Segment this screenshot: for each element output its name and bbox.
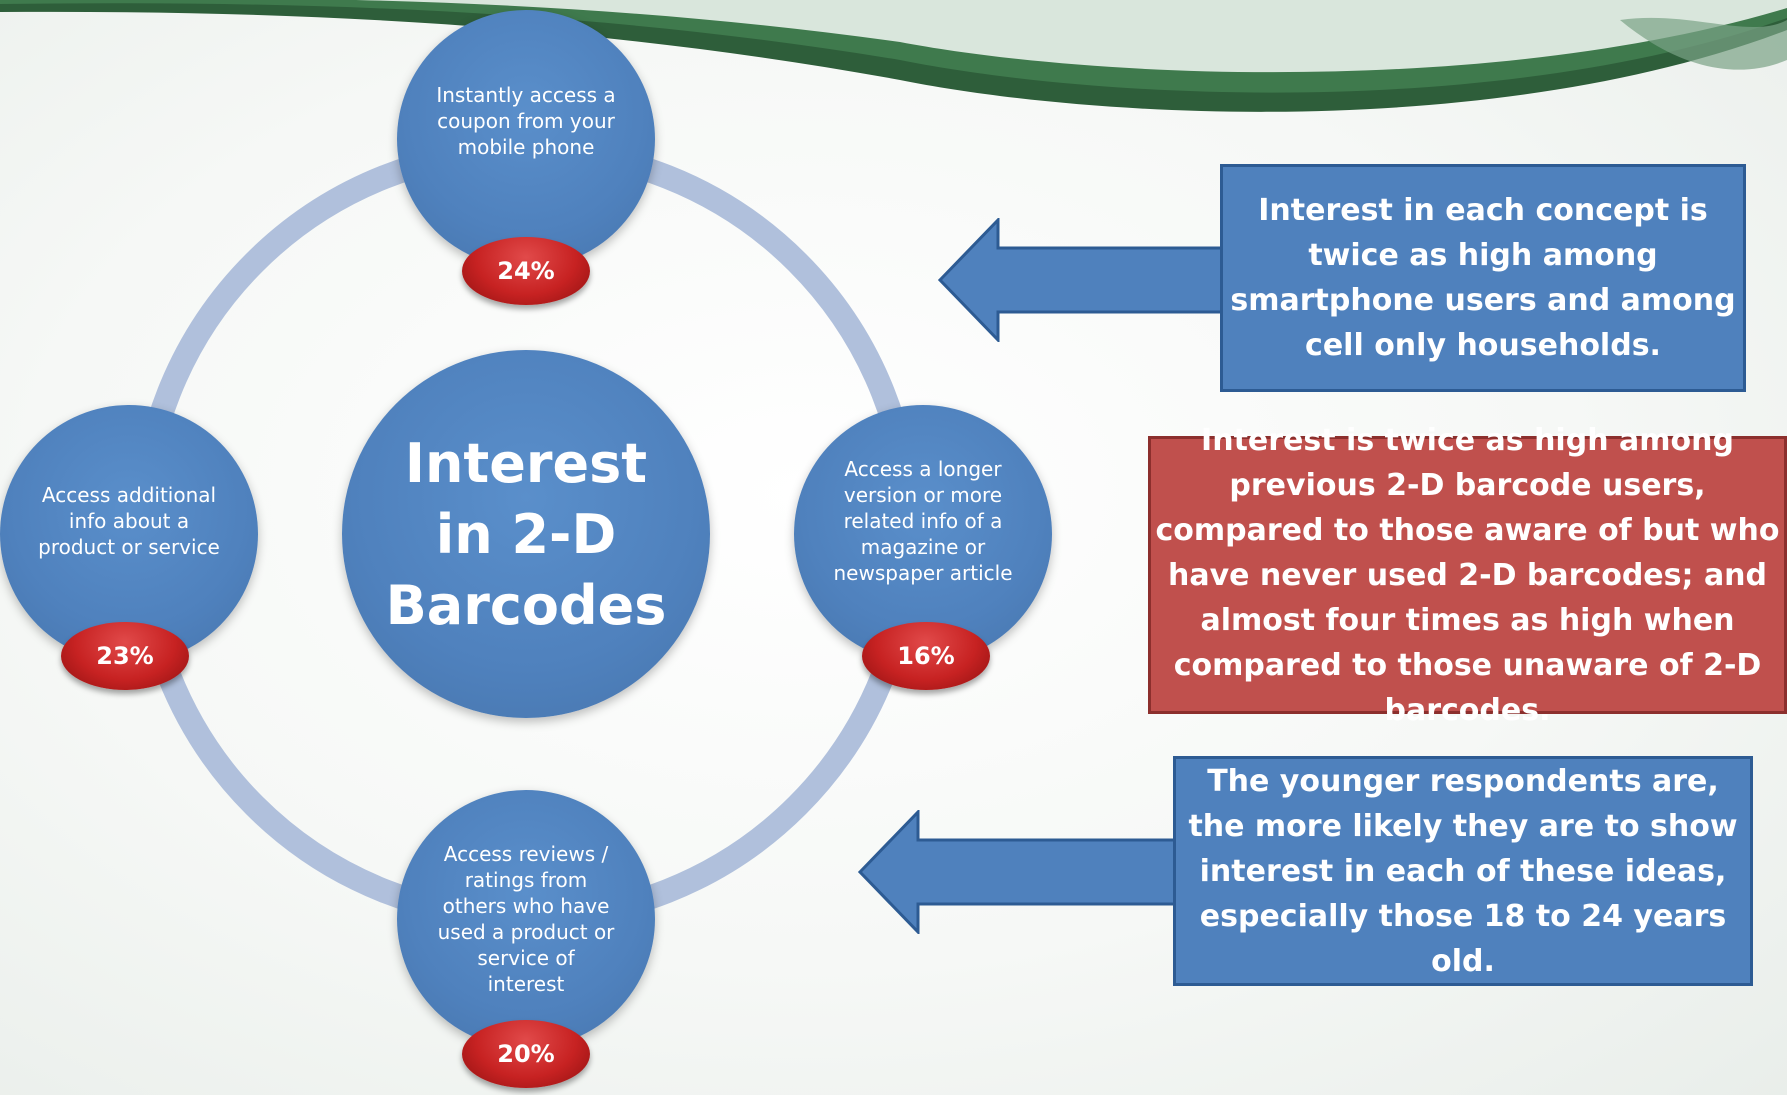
left-arrow-icon — [938, 218, 1238, 342]
percent-badge-product-info: 23% — [61, 622, 189, 690]
node-product-info-label: Access additional info about a product o… — [38, 483, 220, 559]
percent-badge-reviews: 20% — [462, 1020, 590, 1088]
header-swoosh — [0, 0, 1787, 112]
callout-age: The younger respondents are, the more li… — [1173, 756, 1753, 986]
percent-badge-article: 16% — [862, 622, 990, 690]
node-product-info: Access additional info about a product o… — [0, 405, 258, 663]
node-article-label: Access a longer version or more related … — [833, 457, 1013, 585]
left-arrow-icon — [858, 810, 1178, 934]
percent-badge-coupon: 24% — [462, 237, 590, 305]
callout-previous-users-text: Interest is twice as high among previous… — [1155, 422, 1780, 728]
node-coupon-label: Instantly access a coupon from your mobi… — [436, 83, 616, 159]
callout-age-text: The younger respondents are, the more li… — [1188, 763, 1738, 979]
node-article: Access a longer version or more related … — [794, 405, 1052, 663]
callout-smartphone: Interest in each concept is twice as hig… — [1220, 164, 1746, 392]
callout-smartphone-text: Interest in each concept is twice as hig… — [1230, 193, 1736, 363]
node-coupon: Instantly access a coupon from your mobi… — [397, 10, 655, 268]
node-reviews: Access reviews / ratings from others who… — [397, 790, 655, 1048]
center-circle: Interest in 2-D Barcodes — [342, 350, 710, 718]
node-reviews-label: Access reviews / ratings from others who… — [437, 842, 615, 996]
center-title: Interest in 2-D Barcodes — [385, 431, 667, 637]
callout-previous-users: Interest is twice as high among previous… — [1148, 423, 1787, 728]
